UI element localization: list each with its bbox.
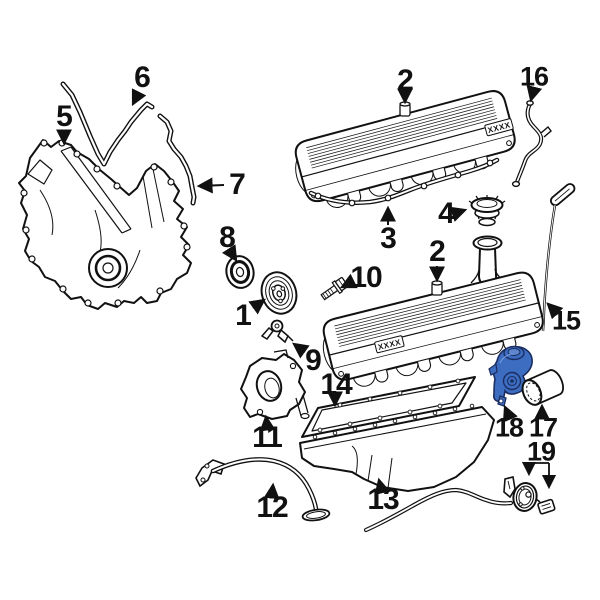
part-crankshaft-front-seal: [225, 255, 255, 289]
callout-8: 8: [219, 221, 236, 254]
callout-15: 15: [551, 305, 581, 336]
part-oil-dipstick-tube: [511, 100, 552, 188]
part-valve-cover-top: XXXX: [287, 87, 522, 217]
callout-12: 12: [256, 491, 288, 524]
callout-19-bracket: [521, 461, 557, 490]
part-oil-pan: [299, 403, 495, 492]
part-oil-pickup-tube: [195, 457, 331, 522]
callout-10: 10: [350, 261, 382, 294]
callout-11: 11: [252, 421, 283, 454]
callout-4-arrow: [449, 206, 468, 222]
callout-3: 3: [380, 222, 397, 255]
callout-4: 4: [438, 197, 455, 230]
callout-10-arrow: [339, 273, 358, 289]
callout-11-arrow: [259, 414, 276, 432]
callout-7-arrow: [196, 177, 225, 194]
valve-cover-top-bolt-stub: [399, 101, 411, 117]
callout-14: 14: [320, 368, 352, 401]
callout-9-arrow: [292, 342, 310, 359]
callout-18: 18: [494, 412, 524, 443]
part-crankshaft-position-sensor: [260, 319, 294, 344]
callout-13-arrow: [374, 477, 391, 496]
part-oil-pan-gasket: [301, 376, 476, 438]
callout-7: 7: [229, 168, 246, 201]
callout-6: 6: [134, 61, 151, 94]
callout-9: 9: [305, 344, 322, 377]
part-oil-filler-cap: [468, 195, 506, 227]
callout-18-arrow: [503, 404, 518, 423]
callout-2-middle: 2: [429, 235, 446, 268]
part-front-cover-gasket-right: [157, 113, 197, 206]
part-oil-level-sensor: [503, 476, 556, 515]
callout-5: 5: [56, 100, 73, 133]
callout-2-top: 2: [397, 64, 414, 97]
part-oil-dipstick: [541, 183, 576, 332]
part-crankshaft-pulley: [260, 271, 298, 315]
valve-cover-bottom-bolt-stub: [431, 280, 443, 296]
part-oil-level-sensor-wire: [363, 487, 514, 533]
callout-arrows: [56, 84, 564, 500]
callout-17: 17: [528, 412, 558, 443]
callout-15-arrow: [546, 302, 564, 320]
callout-1: 1: [235, 299, 252, 332]
part-valve-cover-gasket: [308, 157, 500, 207]
part-front-cover-gasket-left: [60, 81, 155, 167]
part-oil-pump: [240, 349, 310, 420]
callout-6-arrow: [131, 88, 147, 107]
callout-13: 13: [367, 483, 399, 516]
callout-19: 19: [526, 436, 556, 467]
part-valve-cover-bottom: XXXX: [315, 235, 550, 396]
callout-1-arrow: [248, 298, 266, 315]
callout-12-arrow: [263, 482, 280, 500]
callout-8-arrow: [221, 244, 238, 263]
callout-16-arrow: [526, 84, 543, 103]
part-bolt: [320, 276, 349, 301]
callout-16: 16: [519, 61, 549, 92]
